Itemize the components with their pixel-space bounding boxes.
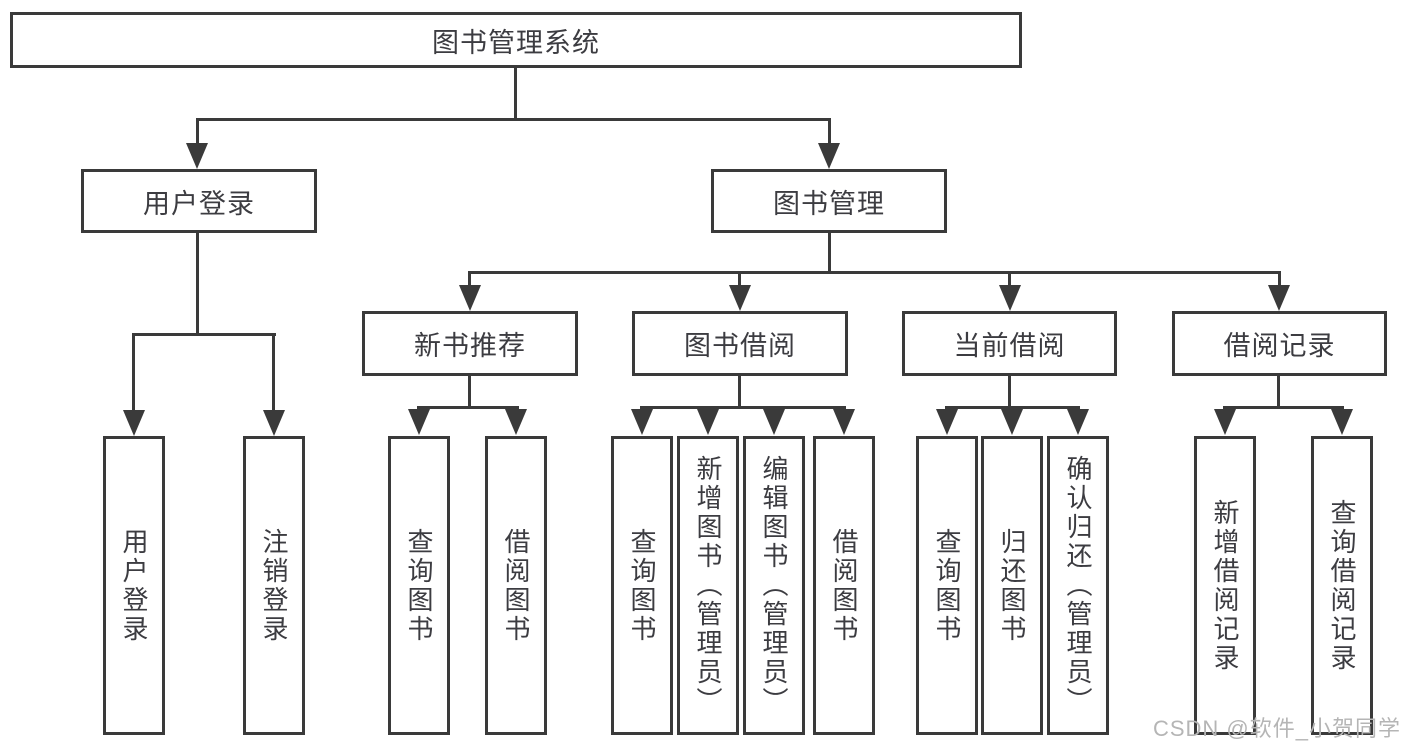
node-label: 借阅图书 [829, 527, 860, 644]
node-user-login: 用户登录 [81, 169, 317, 233]
node-confirm-return-admin: 确认归还（管理员） [1047, 436, 1109, 735]
node-borrowing-records: 借阅记录 [1172, 311, 1387, 376]
node-query-books-borrowing: 查询图书 [611, 436, 673, 735]
connector-line [828, 118, 831, 146]
node-label: 图书借阅 [684, 331, 796, 361]
node-add-borrow-record: 新增借阅记录 [1194, 436, 1256, 735]
arrowhead-icon [1331, 409, 1353, 435]
connector-line [514, 68, 517, 120]
arrowhead-icon [729, 285, 751, 311]
node-label: 借阅图书 [501, 527, 532, 644]
node-label: 新增借阅记录 [1210, 498, 1241, 673]
connector-line [738, 376, 741, 409]
node-logout-action: 注销登录 [243, 436, 305, 735]
arrowhead-icon [263, 410, 285, 436]
node-label: 确认归还（管理员） [1063, 455, 1094, 716]
connector-line [196, 118, 831, 121]
node-return-books: 归还图书 [981, 436, 1043, 735]
connector-line [468, 271, 1281, 274]
arrowhead-icon [999, 285, 1021, 311]
arrowhead-icon [697, 409, 719, 435]
node-book-borrowing: 图书借阅 [632, 311, 848, 376]
node-edit-books-admin: 编辑图书（管理员） [743, 436, 805, 735]
arrowhead-icon [631, 409, 653, 435]
connector-line [417, 406, 519, 409]
arrowhead-icon [408, 409, 430, 435]
node-label: 图书管理 [773, 188, 885, 219]
node-book-management: 图书管理 [711, 169, 947, 233]
arrowhead-icon [1067, 409, 1089, 435]
node-label: 用户登录 [119, 527, 150, 644]
node-borrow-books-borrowing: 借阅图书 [813, 436, 875, 735]
arrowhead-icon [505, 409, 527, 435]
node-query-books-recommend: 查询图书 [388, 436, 450, 735]
node-label: 注销登录 [259, 527, 290, 644]
connector-line [945, 406, 1080, 409]
node-label: 查询借阅记录 [1327, 498, 1358, 673]
node-label: 用户登录 [143, 188, 255, 219]
node-query-borrow-record: 查询借阅记录 [1311, 436, 1373, 735]
node-label: 编辑图书（管理员） [759, 455, 790, 716]
arrowhead-icon [1268, 285, 1290, 311]
node-library-system: 图书管理系统 [10, 12, 1022, 68]
node-add-books-admin: 新增图书（管理员） [677, 436, 739, 735]
arrowhead-icon [833, 409, 855, 435]
node-new-book-recommendation: 新书推荐 [362, 311, 578, 376]
connector-line [196, 118, 199, 146]
arrowhead-icon [936, 409, 958, 435]
arrowhead-icon [1214, 409, 1236, 435]
node-label: 查询图书 [932, 527, 963, 644]
connector-line [196, 233, 199, 336]
node-label: 归还图书 [997, 527, 1028, 644]
node-borrow-books-recommend: 借阅图书 [485, 436, 547, 735]
node-query-books-current: 查询图书 [916, 436, 978, 735]
arrowhead-icon [459, 285, 481, 311]
connector-line [828, 233, 831, 274]
node-user-login-action: 用户登录 [103, 436, 165, 735]
connector-line [1278, 271, 1281, 289]
connector-line [468, 271, 471, 289]
connector-line [1008, 376, 1011, 409]
connector-line [272, 333, 275, 413]
arrowhead-icon [123, 410, 145, 436]
node-label: 新书推荐 [414, 331, 526, 361]
arrowhead-icon [763, 409, 785, 435]
arrowhead-icon [1001, 409, 1023, 435]
node-label: 新增图书（管理员） [693, 455, 724, 716]
connector-line [468, 376, 471, 409]
node-label: 查询图书 [404, 527, 435, 644]
node-label: 图书管理系统 [432, 27, 600, 58]
arrowhead-icon [186, 143, 208, 169]
connector-line [1223, 406, 1344, 409]
connector-line [132, 333, 276, 336]
connector-line [738, 271, 741, 289]
node-label: 查询图书 [627, 527, 658, 644]
connector-line [1277, 376, 1280, 409]
node-label: 借阅记录 [1223, 331, 1336, 361]
connector-line [1008, 271, 1011, 289]
arrowhead-icon [818, 143, 840, 169]
watermark: CSDN @软件_小贺同学 [1152, 716, 1401, 741]
node-label: 当前借阅 [953, 331, 1066, 361]
connector-line [132, 333, 135, 413]
node-current-borrowing: 当前借阅 [902, 311, 1117, 376]
connector-line [640, 406, 846, 409]
